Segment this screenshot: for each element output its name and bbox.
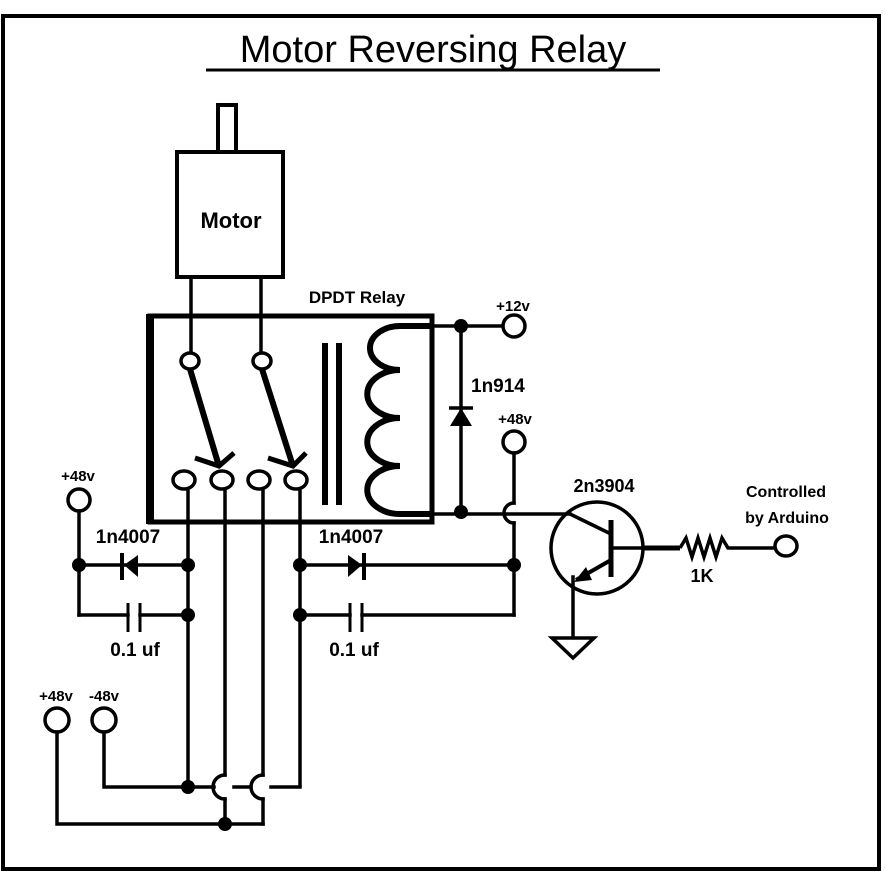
junction-plus48v	[218, 817, 232, 831]
terminal-bottom-plus48v-label: +48v	[39, 688, 73, 705]
terminal-left-plus48v[interactable]	[66, 487, 92, 513]
terminal-collector-plus48v[interactable]	[501, 429, 527, 455]
junction-left-diode-a	[72, 558, 86, 572]
cap-right-label: 0.1 uf	[329, 640, 379, 661]
wire-plus48v-bus	[55, 730, 265, 826]
motor-label: Motor	[200, 208, 262, 233]
diagram-frame	[1, 14, 881, 871]
relay-common-contact-2	[251, 351, 273, 371]
junction-coil-bottom	[454, 505, 468, 519]
relay-coil	[364, 323, 432, 517]
wire-minus48v-bus	[102, 730, 216, 789]
junction-minus48v	[181, 780, 195, 794]
diode-1n4007-right	[348, 553, 366, 580]
relay-switch-arm-2	[259, 368, 295, 464]
arduino-label-line1: Controlled	[746, 484, 826, 501]
terminal-bottom-plus48v[interactable]	[43, 706, 71, 734]
relay-switch-arrow-2	[267, 451, 308, 469]
resistor-1k-label: 1K	[690, 566, 713, 586]
relay	[146, 313, 435, 525]
transistor-2n3904	[549, 500, 645, 596]
wire-crossover-hop-3	[249, 773, 265, 801]
motor-body	[175, 150, 285, 279]
relay-contact-no-2	[283, 469, 309, 491]
ground-icon	[547, 636, 599, 661]
terminal-bottom-minus48v[interactable]	[90, 706, 118, 734]
relay-label: DPDT Relay	[309, 288, 406, 307]
transistor-label: 2n3904	[573, 476, 634, 496]
diode-1n914-body	[450, 408, 472, 426]
relay-contact-nc-2	[246, 469, 272, 491]
diagram-title: Motor Reversing Relay	[240, 29, 626, 71]
terminal-left-plus48v-label: +48v	[61, 468, 95, 485]
diode-1n4007-left	[120, 553, 138, 580]
relay-common-contact-1	[179, 351, 201, 371]
diode-left-label: 1n4007	[96, 527, 160, 548]
terminal-bottom-minus48v-label: -48v	[89, 688, 120, 705]
cap-left-label: 0.1 uf	[110, 640, 160, 661]
relay-contact-nc-1	[171, 469, 197, 491]
junction-right-diode-b	[507, 558, 521, 572]
relay-switch-arm-1	[187, 368, 221, 464]
diode-1n914	[449, 406, 473, 426]
motor: Motor	[175, 103, 285, 279]
diode-left-body	[124, 555, 138, 577]
motor-shaft	[216, 103, 238, 154]
relay-switch-arrow-1	[194, 451, 236, 469]
diode-1n914-label: 1n914	[471, 376, 525, 397]
transistor-collector	[569, 512, 612, 536]
terminal-plus12v[interactable]	[501, 313, 527, 339]
wire-crossover-hop-2	[211, 773, 227, 801]
diode-right-body	[348, 555, 362, 577]
transistor-emitter-arrow	[574, 567, 592, 582]
terminal-arduino-control[interactable]	[773, 534, 799, 558]
relay-contact-no-1	[209, 469, 235, 491]
terminal-collector-plus48v-label: +48v	[498, 411, 532, 428]
resistor-1k	[678, 532, 775, 563]
terminal-plus12v-label: +12v	[496, 298, 530, 315]
diode-right-label: 1n4007	[319, 527, 383, 548]
arduino-label-line2: by Arduino	[745, 510, 829, 527]
